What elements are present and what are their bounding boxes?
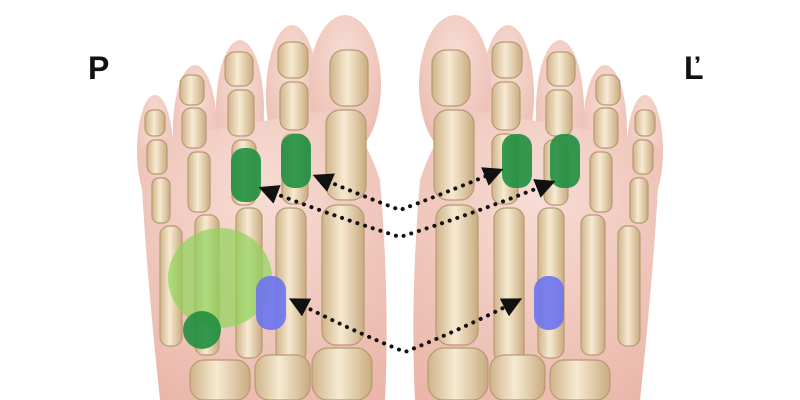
green-marker — [550, 134, 580, 188]
left-foot — [413, 15, 663, 400]
connection-arrows — [258, 167, 556, 355]
right-foot — [137, 15, 387, 400]
green-marker — [502, 134, 532, 188]
left-foot-markers — [502, 134, 580, 330]
right-foot-label: P — [88, 50, 110, 86]
dark-green-dot — [183, 311, 221, 349]
light-green-area — [168, 228, 272, 328]
blue-marker — [534, 276, 564, 330]
blue-marker — [256, 276, 286, 330]
right-foot-bones — [144, 41, 373, 400]
right-foot-markers — [168, 134, 311, 349]
arrow-green-outer — [258, 179, 556, 240]
green-marker — [231, 148, 261, 202]
green-marker — [281, 134, 311, 188]
arrow-blue — [288, 298, 523, 355]
left-foot-label: Ľ — [684, 50, 704, 86]
